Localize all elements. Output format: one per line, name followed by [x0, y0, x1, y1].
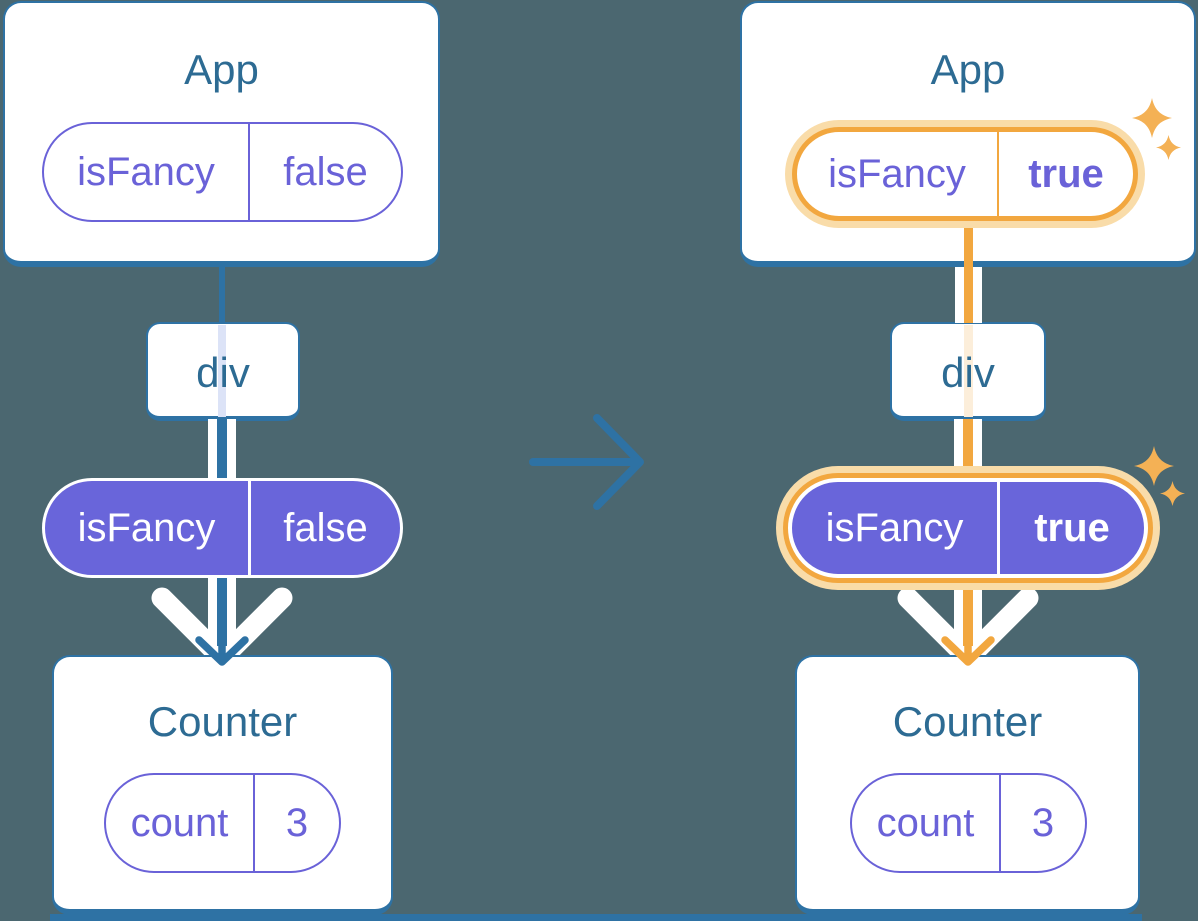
- link-casing: [955, 267, 964, 323]
- link-casing: [227, 578, 236, 646]
- state-name: count: [130, 800, 229, 845]
- link-casing: [973, 267, 982, 323]
- state-pill: count 3: [850, 773, 1087, 873]
- transition-arrow-icon: [529, 414, 644, 510]
- counter-title: Counter: [892, 698, 1043, 745]
- state-value: 3: [253, 775, 339, 871]
- counter-title: Counter: [147, 698, 298, 745]
- app-prop-pill-highlighted: isFancy true: [792, 127, 1138, 221]
- state-name: count: [876, 800, 975, 845]
- sparkle-icon: [1160, 481, 1185, 506]
- prop-name: isFancy: [77, 149, 215, 194]
- sparkle-icon: [1132, 98, 1172, 138]
- link-app-div: [964, 267, 973, 323]
- sparkle-icon: [1156, 135, 1181, 160]
- link-casing: [954, 578, 963, 646]
- app-prop-pill: isFancy false: [42, 122, 403, 222]
- link-casing: [227, 419, 236, 478]
- passed-prop-pill: isFancy false: [42, 478, 403, 578]
- prop-passthrough-stripe: [964, 325, 973, 417]
- state-value: 3: [999, 775, 1085, 871]
- link-casing: [208, 419, 217, 478]
- prop-value: false: [248, 124, 401, 220]
- prop-passthrough-stripe: [218, 325, 226, 417]
- prop-name: isFancy: [77, 505, 216, 550]
- link-casing: [208, 578, 217, 646]
- arrowhead-icon: [941, 634, 995, 666]
- link-prop-counter: [217, 578, 227, 646]
- link-casing: [973, 419, 982, 478]
- link-prop-out: [964, 226, 973, 267]
- prop-name: isFancy: [825, 505, 964, 550]
- link-casing: [954, 419, 963, 478]
- sparkle-icon: [1134, 446, 1174, 486]
- div-label: div: [941, 349, 995, 396]
- prop-name: isFancy: [828, 151, 966, 196]
- link-prop-counter: [963, 578, 973, 646]
- prop-value: true: [997, 482, 1144, 574]
- link-casing: [973, 578, 982, 646]
- arrowhead-icon: [195, 634, 249, 666]
- link-app-div: [219, 267, 225, 323]
- passed-prop-pill-highlighted: isFancy true: [788, 478, 1148, 578]
- state-pill: count 3: [104, 773, 341, 873]
- app-title: App: [930, 46, 1006, 93]
- div-label: div: [196, 349, 250, 396]
- prop-value: false: [248, 481, 400, 575]
- link-div-prop: [963, 419, 973, 478]
- bottom-baseline: [50, 914, 1142, 921]
- link-div-prop: [217, 419, 227, 478]
- app-title: App: [184, 46, 259, 93]
- prop-value: true: [997, 132, 1133, 216]
